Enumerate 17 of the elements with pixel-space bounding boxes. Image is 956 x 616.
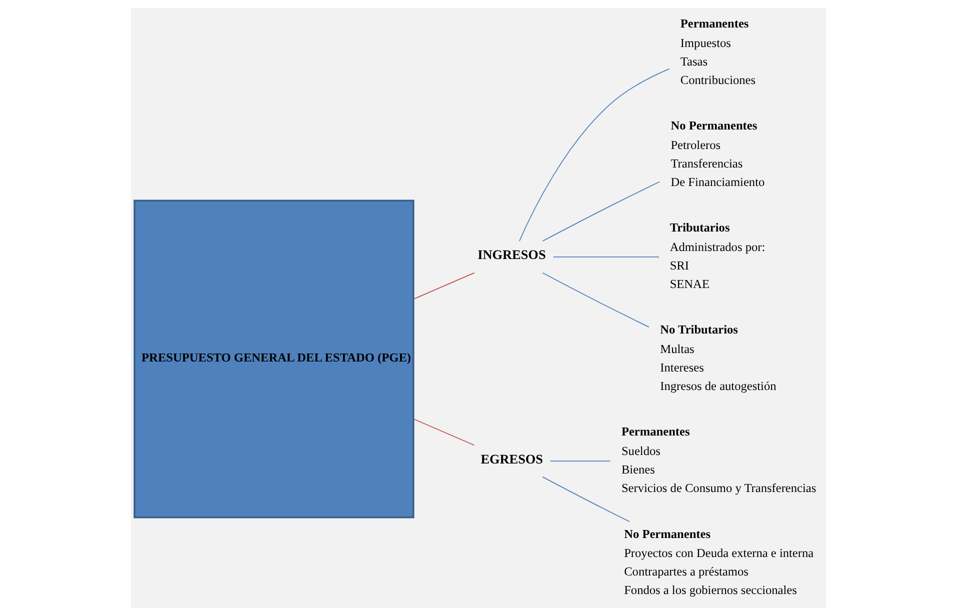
node-text: INGRESOS xyxy=(477,247,546,262)
node-box: PRESUPUESTO GENERAL DEL ESTADO (PGE) xyxy=(133,200,414,518)
node-text: Permanentes Impuestos Tasas Contribuciones xyxy=(680,16,756,87)
connector xyxy=(412,418,474,446)
connector xyxy=(542,272,649,328)
node-text: No Permanentes Proyectos con Deuda externa e interna Contrapartes a préstamos Fondos a los gobiernos seccionales xyxy=(624,526,814,598)
node-text: No Permanentes Petroleros Transferencias De Financiamiento xyxy=(670,118,764,189)
connector xyxy=(412,272,474,300)
node-text: No Tributarios Multas Intereses Ingresos de autogestión xyxy=(660,322,776,393)
node-text: Permanentes Sueldos Bienes Servicios de Consumo y Transferencias xyxy=(620,424,816,496)
node-text: EGRESOS xyxy=(480,451,543,466)
connector xyxy=(542,181,660,242)
connector xyxy=(552,256,659,258)
connector xyxy=(549,460,610,462)
connector xyxy=(542,476,630,522)
connector xyxy=(518,68,670,242)
node-text: Tributarios Administrados por: SRI SENAE xyxy=(669,220,765,291)
